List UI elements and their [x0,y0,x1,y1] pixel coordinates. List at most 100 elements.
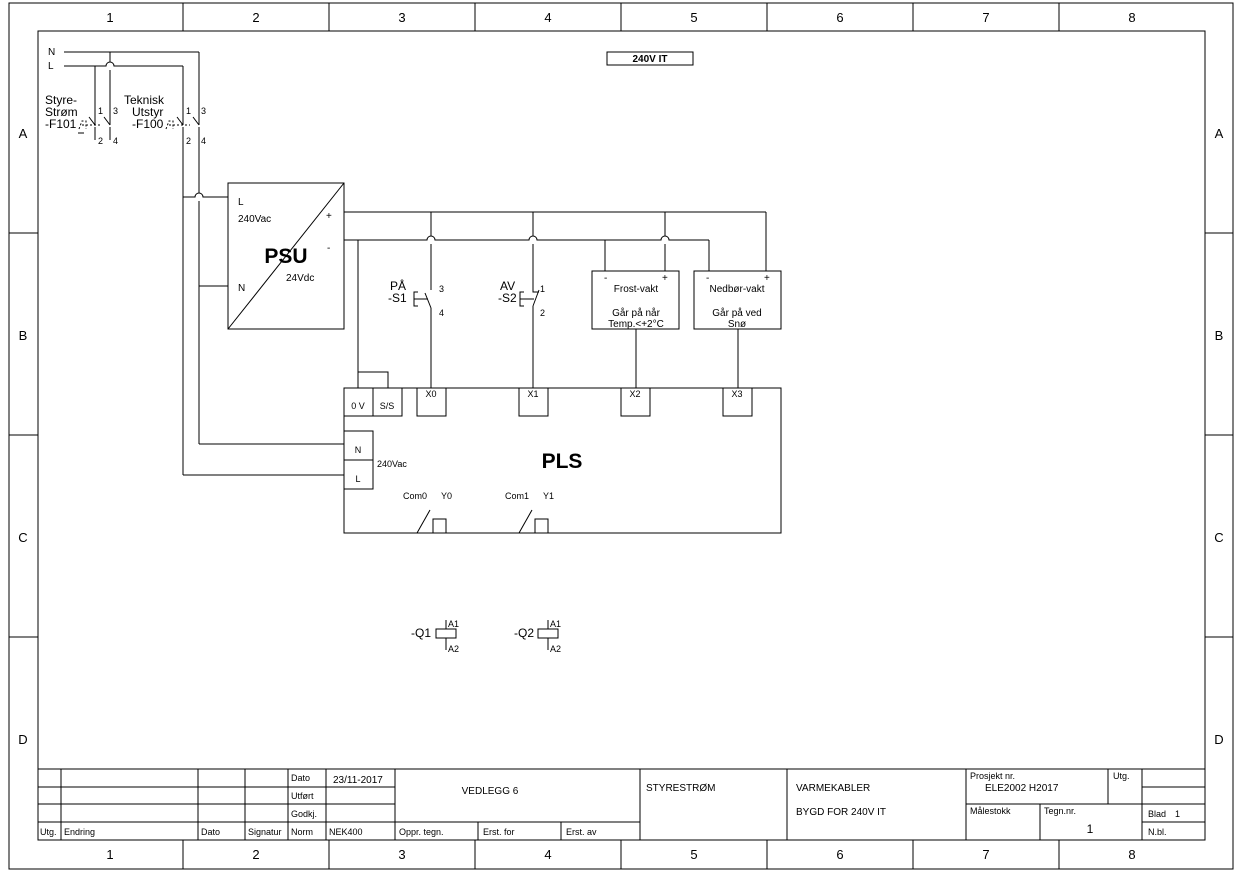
plc-input-x2: X2 [629,389,640,399]
tb-blad-value: 1 [1175,809,1180,819]
terminal-label: 1 [98,106,103,116]
breaker-f100-name1: Teknisk [124,93,165,107]
frost-sensor-title: Frost-vakt [614,284,659,295]
tb-erst-av-label: Erst. av [566,827,597,837]
network-tag-label: 240V IT [632,54,667,65]
tb-norm-value: NEK400 [329,827,363,837]
switch-s2-label: AV [500,279,515,293]
col-label-bottom: 7 [982,847,989,862]
col-label-top: 8 [1128,10,1135,25]
col-label-top: 4 [544,10,551,25]
psu-plus: + [326,211,332,222]
row-label-left: B [19,328,28,343]
contactor-q2-tag: -Q2 [514,626,534,640]
tb-nbl-label: N.bl. [1148,827,1167,837]
tb-vedlegg: VEDLEGG 6 [462,786,519,797]
plc-input-x1: X1 [527,389,538,399]
contactor-q1: -Q1 A1 A2 [411,619,459,654]
plc-input-x0: X0 [425,389,436,399]
plc-n-terminal: N [355,445,362,455]
col-label-bottom: 1 [106,847,113,862]
title-block: Dato 23/11-2017 Utført Godkj. Norm NEK40… [38,768,1205,840]
terminal-label: 3 [201,106,206,116]
tb-prosjekt-value: ELE2002 H2017 [985,783,1059,794]
col-label-top: 6 [836,10,843,25]
switch-s1: PÅ -S1 3 4 [388,278,444,388]
wiring-240v [182,127,344,476]
col-label-bottom: 6 [836,847,843,862]
terminal-label: A1 [550,619,561,629]
frost-sensor: - + Frost-vakt Går på når Temp.<+2°C [591,270,680,388]
tb-varmekabler: VARMEKABLER [796,783,870,794]
supply-n-label: N [48,47,55,58]
psu-in-l: L [238,197,244,208]
terminal-label: 2 [186,136,191,146]
col-label-top: 1 [106,10,113,25]
frost-sensor-line2: Temp.<+2°C [608,319,664,330]
terminal-label: 4 [439,308,444,318]
terminal-label: A1 [448,619,459,629]
breaker-f101-name1: Styre- [45,93,77,107]
terminal-label: A2 [550,644,561,654]
plc-supply-voltage: 240Vac [377,459,407,469]
breaker-f100-name2: Utstyr [132,105,163,119]
row-label-right: D [1214,732,1223,747]
row-label-right: B [1215,328,1224,343]
precipitation-sensor-line1: Går på ved [712,307,761,319]
tb-endring-label: Endring [64,827,95,837]
row-label-left: A [19,126,28,141]
psu-minus: - [327,243,330,254]
tb-prosjekt-label: Prosjekt nr. [970,771,1015,781]
tb-utfort-label: Utført [291,791,314,801]
tb-dato2-label: Dato [201,827,220,837]
supply-lines: N L [48,47,200,125]
plc-block: PLS 0 V S/S X0 X1 X2 X3 N L 240Vac Com0 … [343,387,782,534]
tb-utg2-label: Utg. [1113,771,1130,781]
plc-title: PLS [542,450,583,473]
tb-utg-label: Utg. [40,827,57,837]
precipitation-sensor-title: Nedbør-vakt [709,284,764,295]
sensor-plus: + [764,273,770,284]
col-label-bottom: 8 [1128,847,1135,862]
frost-sensor-line1: Går på når [612,307,660,319]
tb-malestokk-label: Målestokk [970,806,1011,816]
breaker-f101-name2: Strøm [45,105,78,119]
tb-godkj-label: Godkj. [291,809,317,819]
row-label-right: A [1215,126,1224,141]
col-label-top: 3 [398,10,405,25]
tb-signatur-label: Signatur [248,827,282,837]
tb-styrestrom: STYRESTRØM [646,783,715,794]
col-label-bottom: 4 [544,847,551,862]
col-label-top: 7 [982,10,989,25]
sensor-minus: - [706,273,709,284]
tb-bygd: BYGD FOR 240V IT [796,807,886,818]
contactor-q2: -Q2 A1 A2 [514,619,561,654]
col-label-bottom: 3 [398,847,405,862]
terminal-label: 1 [540,284,545,294]
dc-bus [344,211,767,388]
precipitation-sensor: - + Nedbør-vakt Går på ved Snø [693,270,782,388]
row-label-left: C [18,530,27,545]
breaker-f101-tag: -F101 [45,117,77,131]
breaker-f101: Styre- Strøm -F101 1 3 2 4 [45,93,118,146]
terminal-label: 2 [98,136,103,146]
network-tag: 240V IT [606,51,694,66]
switch-s2: AV -S2 1 2 [498,279,545,388]
col-label-bottom: 5 [690,847,697,862]
sensor-minus: - [604,273,607,284]
terminal-label: 2 [540,308,545,318]
tb-dato-value: 23/11-2017 [333,775,383,786]
psu-in-n: N [238,283,245,294]
col-label-top: 5 [690,10,697,25]
row-label-right: C [1214,530,1223,545]
terminal-label: 3 [113,106,118,116]
plc-y1: Y1 [543,491,554,501]
supply-l-label: L [48,61,54,72]
col-label-bottom: 2 [252,847,259,862]
sensor-plus: + [662,273,668,284]
terminal-label: 4 [201,136,206,146]
contactor-q1-tag: -Q1 [411,626,431,640]
precipitation-sensor-line2: Snø [728,319,746,330]
tb-norm-label: Norm [291,827,313,837]
